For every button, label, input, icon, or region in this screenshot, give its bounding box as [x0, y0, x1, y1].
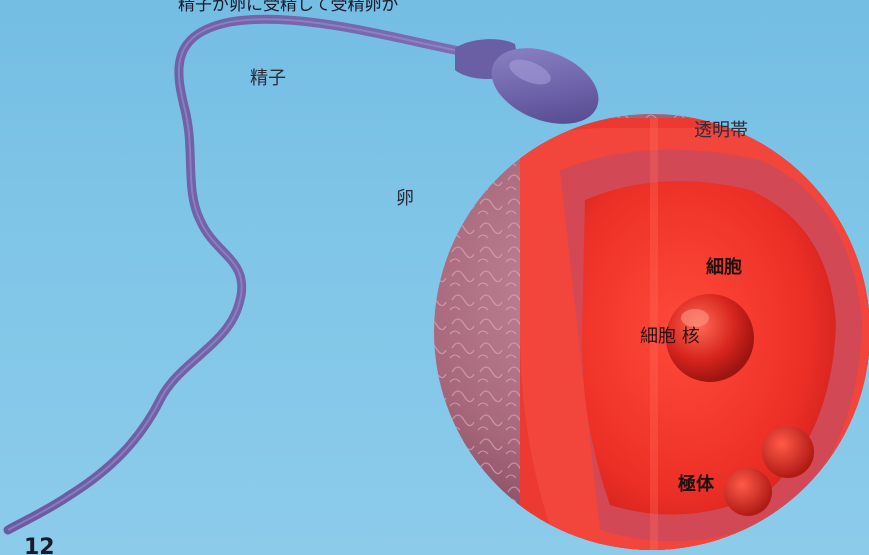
label-sperm: 精子	[250, 64, 286, 90]
polar-body-1	[762, 426, 814, 478]
page-number: 12	[24, 535, 55, 555]
header-caption: 精子が卵に受精して受精卵が	[178, 0, 399, 15]
label-nucleus: 細胞 核	[640, 322, 700, 348]
polar-body-2	[724, 468, 772, 516]
label-egg: 卵	[396, 184, 414, 210]
label-polar-body: 極体	[678, 470, 714, 496]
sperm-tail	[8, 19, 465, 530]
label-cell: 細胞	[706, 253, 742, 279]
label-zona-pellucida: 透明帯	[694, 116, 748, 142]
